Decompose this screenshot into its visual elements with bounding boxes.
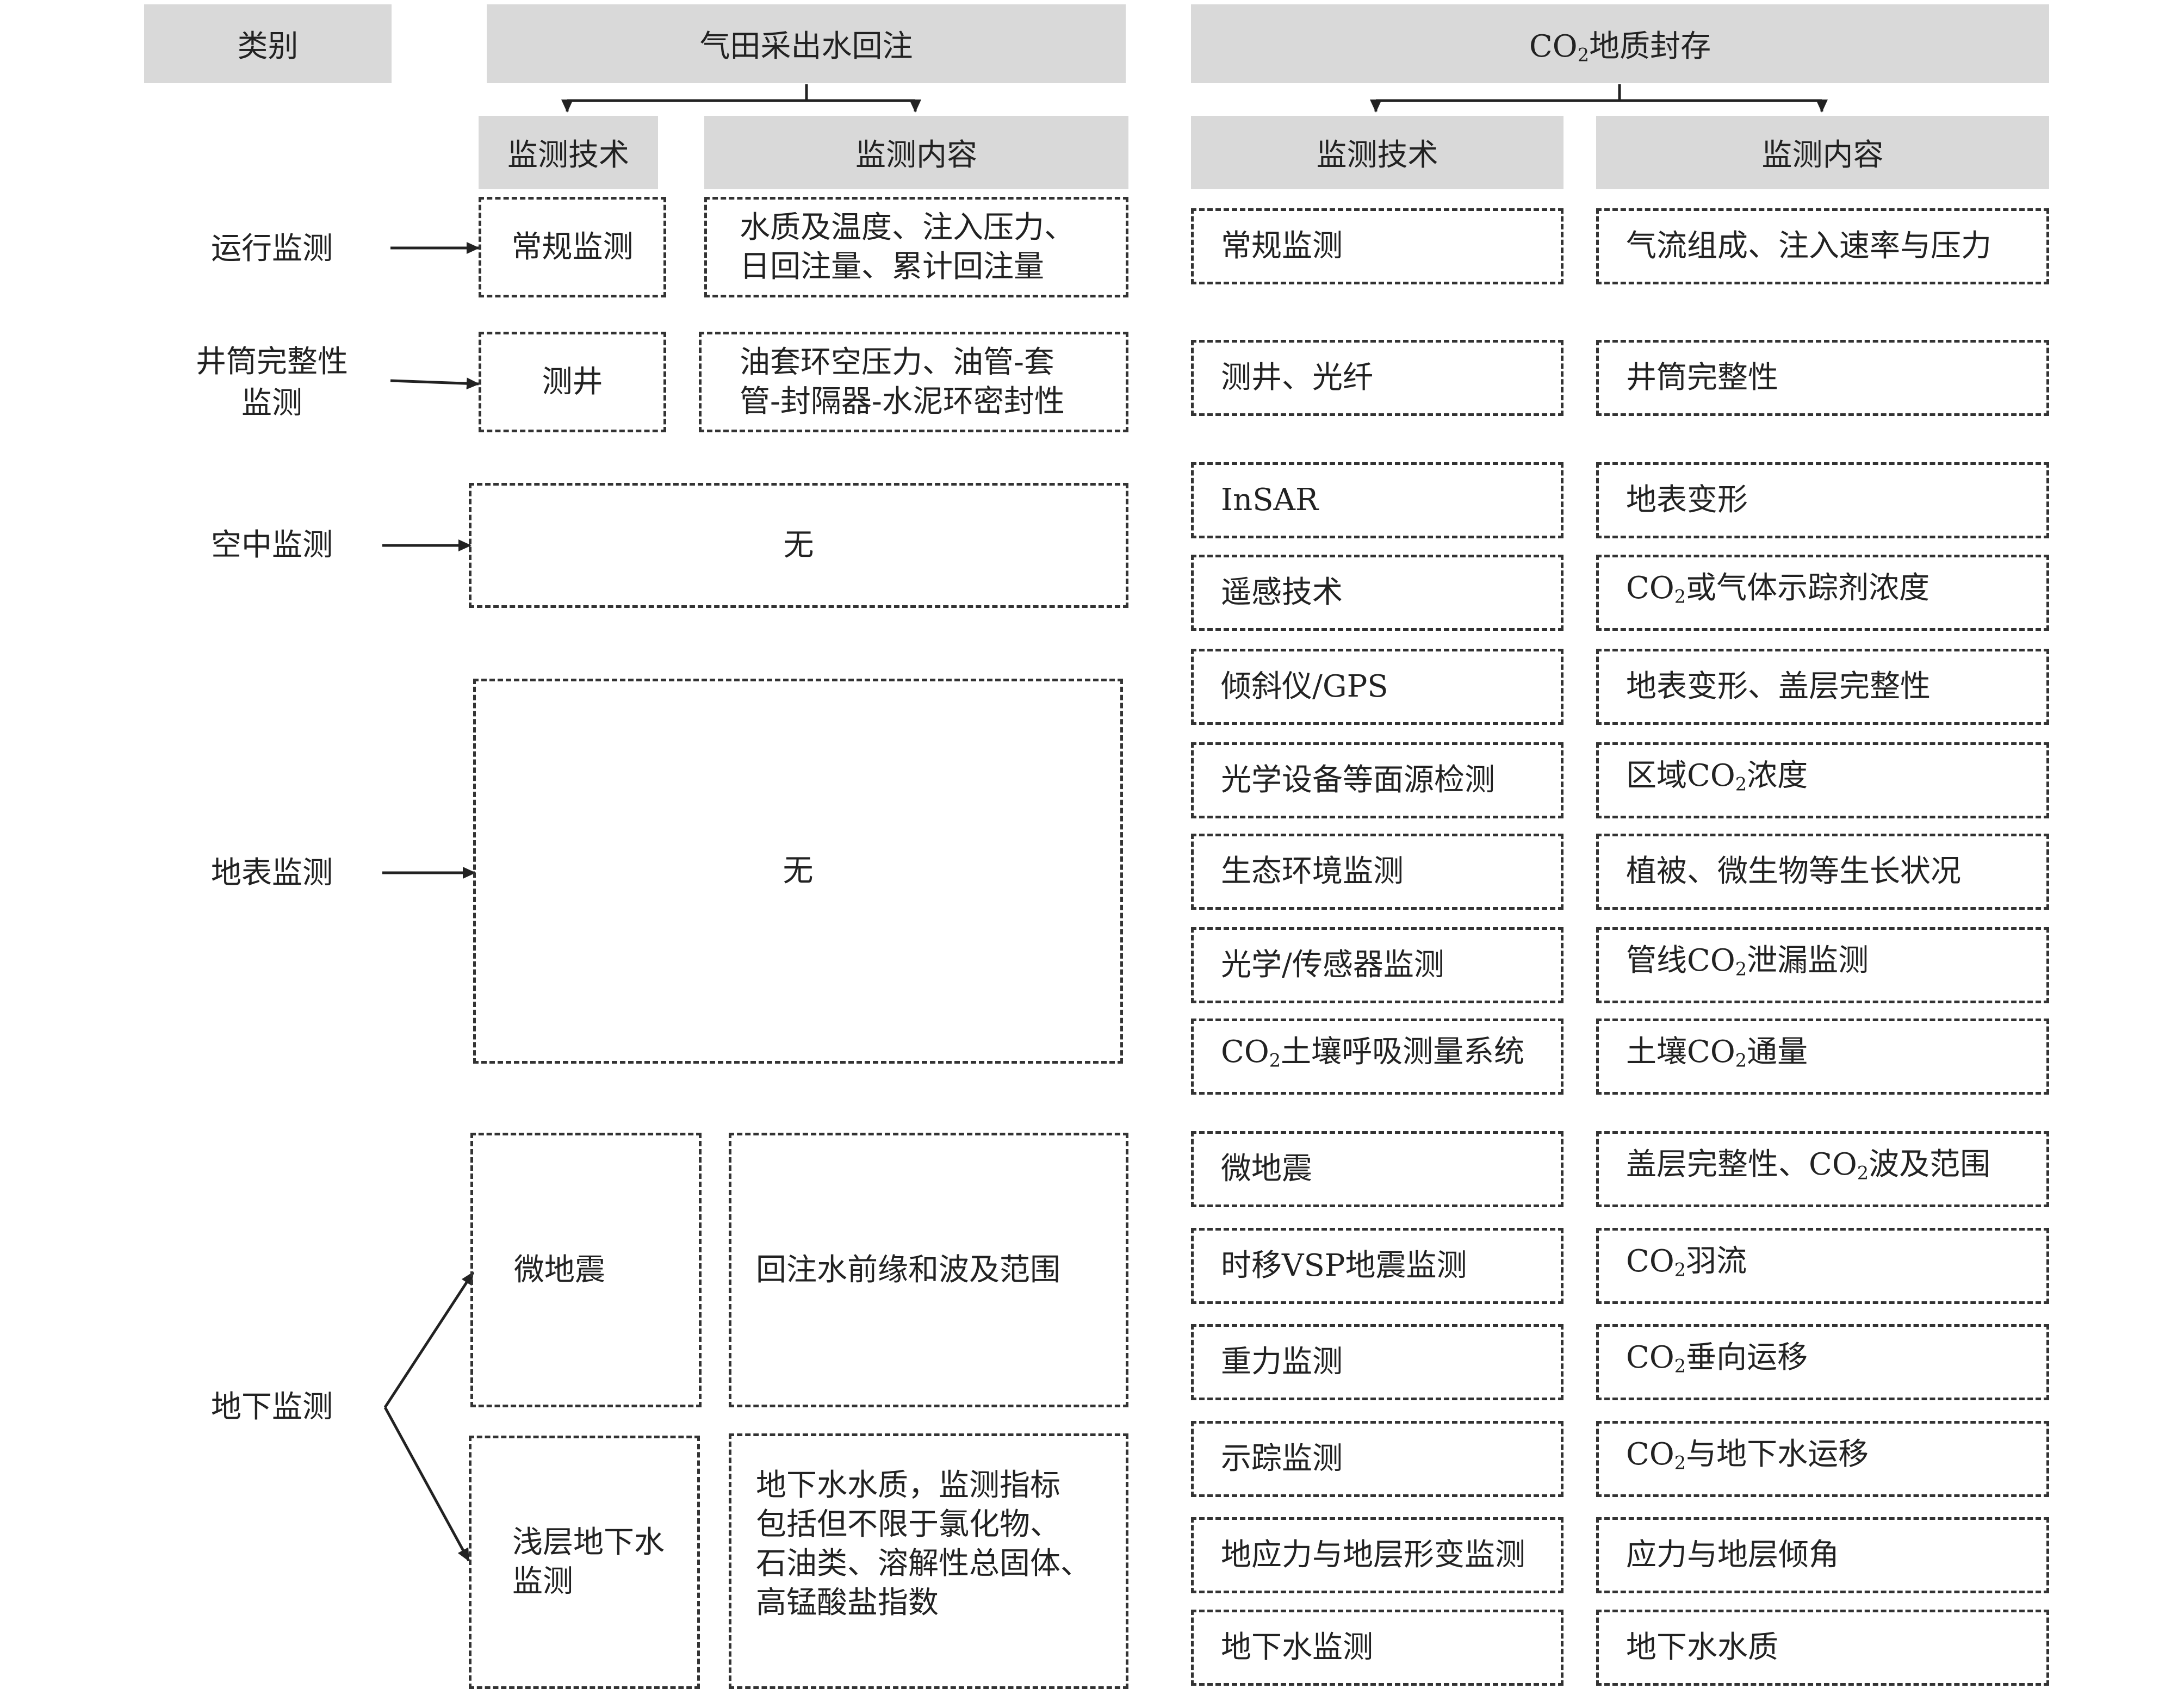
co2-tech-label: InSAR	[1221, 482, 1319, 518]
co2-content-label: CO2垂向运移	[1626, 1340, 1808, 1377]
co2-content-8: 土壤CO2通量	[1596, 1019, 2049, 1095]
gas-field-header-split	[561, 84, 921, 113]
co2-tech-label: 常规监测	[1221, 228, 1343, 264]
co2-tech-label: 遥感技术	[1221, 575, 1343, 610]
co2-tech-4: 倾斜仪/GPS	[1191, 649, 1563, 725]
co2-tech-label: 地应力与地层形变监测	[1221, 1537, 1525, 1573]
co2-header-split	[1370, 84, 1828, 113]
co2-content-label: CO2与地下水运移	[1626, 1437, 1869, 1474]
arrow-underground-lower	[383, 1406, 470, 1562]
co2-content-2: 地表变形	[1596, 462, 2049, 538]
co2-tech-13: 地应力与地层形变监测	[1191, 1517, 1563, 1593]
co2-content-label: 地下水水质	[1626, 1630, 1778, 1665]
co2-content-3: CO2或气体示踪剂浓度	[1596, 555, 2049, 631]
co2-content-subheader: 监测内容	[1596, 116, 2049, 189]
co2-tech-12: 示踪监测	[1191, 1421, 1563, 1497]
co2-content-label: CO2或气体示踪剂浓度	[1626, 570, 1930, 607]
co2-content-label: 土壤CO2通量	[1626, 1034, 1808, 1071]
gas-content-subheader: 监测内容	[704, 116, 1128, 189]
co2-content-label: 地表变形	[1626, 482, 1748, 518]
gas-operation-content: 水质及温度、注入压力、日回注量、累计回注量	[704, 197, 1128, 297]
co2-tech-label: 倾斜仪/GPS	[1221, 669, 1388, 704]
co2-content-label: 地表变形、盖层完整性	[1626, 669, 1931, 704]
co2-tech-subheader: 监测技术	[1191, 116, 1563, 189]
arrow-underground-upper	[383, 1271, 475, 1408]
co2-content-10: CO2羽流	[1596, 1228, 2049, 1304]
co2-content-4: 地表变形、盖层完整性	[1596, 649, 2049, 725]
co2-content-7: 管线CO2泄漏监测	[1596, 927, 2049, 1003]
co2-content-12: CO2与地下水运移	[1596, 1421, 2049, 1497]
gas-surface-box: 无	[473, 679, 1123, 1064]
co2-content-label: 盖层完整性、CO2波及范围	[1626, 1147, 1991, 1184]
co2-content-11: CO2垂向运移	[1596, 1324, 2049, 1400]
co2-tech-label: 微地震	[1221, 1151, 1312, 1187]
co2-content-label: CO2羽流	[1626, 1244, 1747, 1281]
category-underground: 地下监测	[211, 1389, 333, 1425]
co2-tech-9: 微地震	[1191, 1131, 1563, 1207]
category-aerial: 空中监测	[211, 527, 333, 563]
co2-content-5: 区域CO2浓度	[1596, 742, 2049, 818]
co2-tech-0: 常规监测	[1191, 208, 1563, 284]
gas-tech-subheader: 监测技术	[479, 116, 658, 189]
category-operation: 运行监测	[211, 231, 333, 266]
co2-tech-5: 光学设备等面源检测	[1191, 742, 1563, 818]
gas-aerial-box: 无	[469, 483, 1128, 608]
gas-wellbore-tech: 测井	[479, 332, 666, 432]
co2-tech-label: 示踪监测	[1221, 1441, 1343, 1476]
co2-tech-3: 遥感技术	[1191, 555, 1563, 631]
gas-operation-tech: 常规监测	[479, 197, 666, 297]
co2-tech-8: CO2土壤呼吸测量系统	[1191, 1019, 1563, 1095]
category-wellbore: 井筒完整性 监测	[196, 344, 348, 421]
gas-shallow-groundwater-content: 地下水水质，监测指标包括但不限于氯化物、石油类、溶解性总固体、高锰酸盐指数	[729, 1433, 1128, 1689]
co2-tech-6: 生态环境监测	[1191, 834, 1563, 910]
co2-tech-label: 光学设备等面源检测	[1221, 762, 1495, 798]
arrow-wellbore	[390, 377, 480, 390]
category-surface: 地表监测	[211, 855, 333, 891]
co2-tech-label: CO2土壤呼吸测量系统	[1221, 1034, 1525, 1071]
co2-tech-10: 时移VSP地震监测	[1191, 1228, 1563, 1304]
co2-content-6: 植被、微生物等生长状况	[1596, 834, 2049, 910]
co2-content-9: 盖层完整性、CO2波及范围	[1596, 1131, 2049, 1207]
co2-tech-label: 时移VSP地震监测	[1221, 1248, 1467, 1283]
gas-shallow-groundwater-tech: 浅层地下水监测	[469, 1436, 700, 1689]
co2-content-label: 植被、微生物等生长状况	[1626, 854, 1961, 889]
co2-tech-14: 地下水监测	[1191, 1610, 1563, 1686]
co2-tech-11: 重力监测	[1191, 1324, 1563, 1400]
co2-content-0: 气流组成、注入速率与压力	[1596, 208, 2049, 284]
co2-content-14: 地下水水质	[1596, 1610, 2049, 1686]
gas-microseismic-content: 回注水前缘和波及范围	[729, 1133, 1128, 1407]
co2-tech-label: 重力监测	[1221, 1344, 1343, 1380]
co2-tech-7: 光学/传感器监测	[1191, 927, 1563, 1003]
co2-tech-label: 生态环境监测	[1221, 854, 1404, 889]
co2-tech-label: 测井、光纤	[1221, 360, 1373, 395]
co2-tech-label: 地下水监测	[1221, 1630, 1373, 1665]
co2-content-13: 应力与地层倾角	[1596, 1517, 2049, 1593]
co2-tech-1: 测井、光纤	[1191, 340, 1563, 416]
category-header: 类别	[144, 4, 392, 83]
co2-content-label: 区域CO2浓度	[1626, 758, 1808, 795]
co2-content-label: 管线CO2泄漏监测	[1626, 943, 1869, 980]
gas-wellbore-content: 油套环空压力、油管-套管-封隔器-水泥环密封性	[699, 332, 1128, 432]
co2-content-label: 气流组成、注入速率与压力	[1626, 228, 1991, 264]
co2-storage-header: CO2地质封存	[1191, 4, 2049, 83]
co2-tech-2: InSAR	[1191, 462, 1563, 538]
co2-content-1: 井筒完整性	[1596, 340, 2049, 416]
gas-field-header: 气田采出水回注	[487, 4, 1126, 83]
gas-microseismic-tech: 微地震	[470, 1133, 702, 1407]
co2-content-label: 应力与地层倾角	[1626, 1537, 1839, 1573]
co2-content-label: 井筒完整性	[1626, 360, 1778, 395]
co2-tech-label: 光学/传感器监测	[1221, 947, 1444, 983]
